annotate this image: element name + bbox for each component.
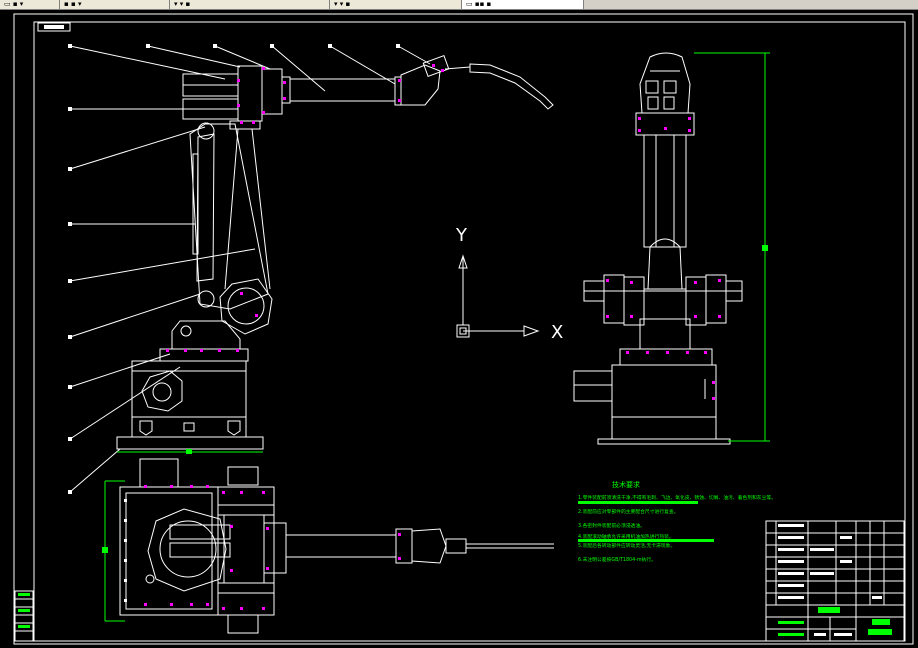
drawing-number-box (37, 22, 71, 32)
sheet-outer-border (13, 13, 914, 645)
drawing-canvas[interactable]: Y X (0, 9, 918, 648)
robot-front-view (573, 52, 770, 445)
tech-req-line: 6.未注明公差按GB/T1804-m执行。 (578, 556, 656, 563)
ucs-axis-icon (456, 254, 540, 338)
bolt-marks (166, 64, 444, 352)
left-side-strip (14, 590, 34, 642)
x-axis-label: X (551, 322, 563, 343)
document-tab-bar: ▭ ▪ ▾ ▪ ▪ ▾ ▾ ▾ ▪ ▾ ▾ ▪ ▭ ▪▪ ▪ (0, 0, 918, 10)
y-axis-label: Y (455, 225, 468, 246)
tech-req-title: 技术要求 (612, 480, 640, 489)
bolt-marks (144, 485, 401, 610)
tech-req-underline (578, 539, 714, 542)
document-tab[interactable]: ▾ ▾ ▪ (330, 0, 462, 9)
leader-dots (68, 44, 400, 494)
technical-requirements: 技术要求 1.零件装配前须清洗干净,不得有毛刺、飞边、氧化皮、锈蚀、切屑、油污、… (578, 480, 776, 563)
tech-req-line: 3.各密封件装配前必须浸透油。 (578, 522, 645, 529)
tech-req-line: 4.装配滚动轴承允许采用机油加热进行热装。 (578, 533, 674, 540)
document-tab-active[interactable]: ▭ ▪▪ ▪ (462, 0, 584, 9)
tech-req-underline (578, 501, 698, 504)
title-block (765, 520, 905, 642)
robot-top-view (102, 458, 554, 634)
tech-req-line: 2.装配前应对零部件的主要配合尺寸进行复查。 (578, 508, 679, 515)
document-tab[interactable]: ▪ ▪ ▾ (60, 0, 170, 9)
bolt-marks (606, 117, 721, 400)
robot-side-view (68, 44, 554, 494)
part-leader-lines (69, 45, 431, 493)
tech-req-line: 5.装配后各转动部件应转动灵活,无卡滞现象。 (578, 542, 675, 549)
tech-req-line: 1.零件装配前须清洗干净,不得有毛刺、飞边、氧化皮、锈蚀、切屑、油污、着色剂和灰… (578, 494, 776, 501)
drawing-number-mark (44, 25, 64, 29)
document-tab[interactable]: ▾ ▾ ▪ (170, 0, 330, 9)
document-tab[interactable]: ▭ ▪ ▾ (0, 0, 60, 9)
sheet-inner-border (33, 21, 906, 642)
